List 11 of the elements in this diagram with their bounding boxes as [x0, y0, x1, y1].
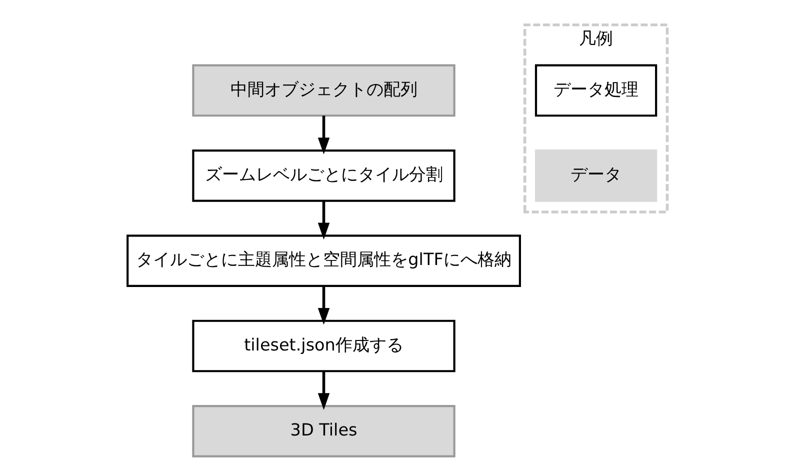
arrow	[318, 116, 330, 154]
arrow	[318, 371, 330, 410]
legend-label: データ処理	[554, 78, 639, 99]
node-box: tileset.json作成する	[192, 320, 456, 372]
legend-label: データ	[570, 164, 622, 184]
node-box: 中間オブジェクトの配列	[192, 64, 456, 117]
node-box: ズームレベルごとにタイル分割	[192, 149, 456, 202]
node-box: タイルごとに主題属性と空間属性をglTFにへ格納	[126, 234, 521, 288]
arrow	[318, 200, 330, 240]
node-box: 3D Tiles	[192, 405, 456, 458]
arrow	[318, 286, 330, 325]
